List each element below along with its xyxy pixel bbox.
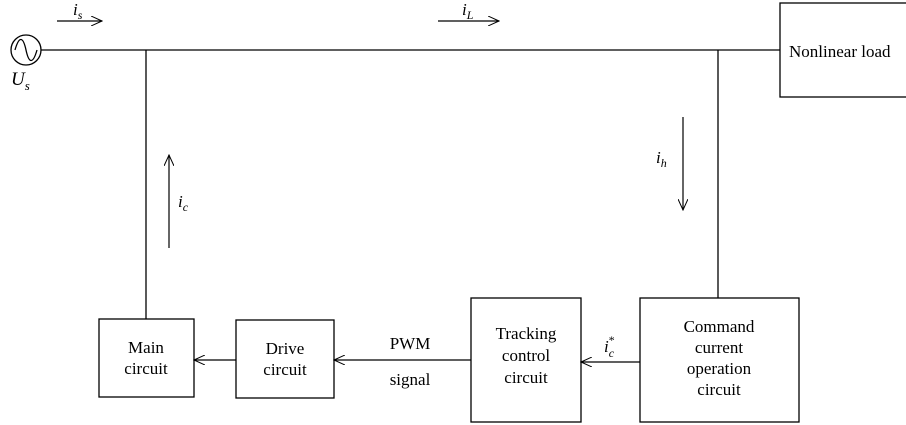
us-label: Us bbox=[11, 69, 30, 93]
command-current-block bbox=[639, 297, 800, 423]
is-label: is bbox=[73, 0, 83, 22]
ih-label: ih bbox=[656, 148, 667, 170]
ac-source-icon bbox=[10, 34, 42, 66]
il-label: iL bbox=[462, 0, 474, 22]
drive-circuit-block bbox=[235, 319, 335, 399]
nonlinear-load-label: Nonlinear load bbox=[789, 42, 891, 61]
ic-star-label: ic* bbox=[604, 333, 615, 360]
ic-label: ic bbox=[178, 192, 189, 214]
signal-label: signal bbox=[390, 370, 431, 389]
pwm-label: PWM bbox=[390, 334, 431, 353]
main-circuit-block bbox=[98, 318, 195, 398]
nonlinear-load-block bbox=[779, 2, 906, 98]
